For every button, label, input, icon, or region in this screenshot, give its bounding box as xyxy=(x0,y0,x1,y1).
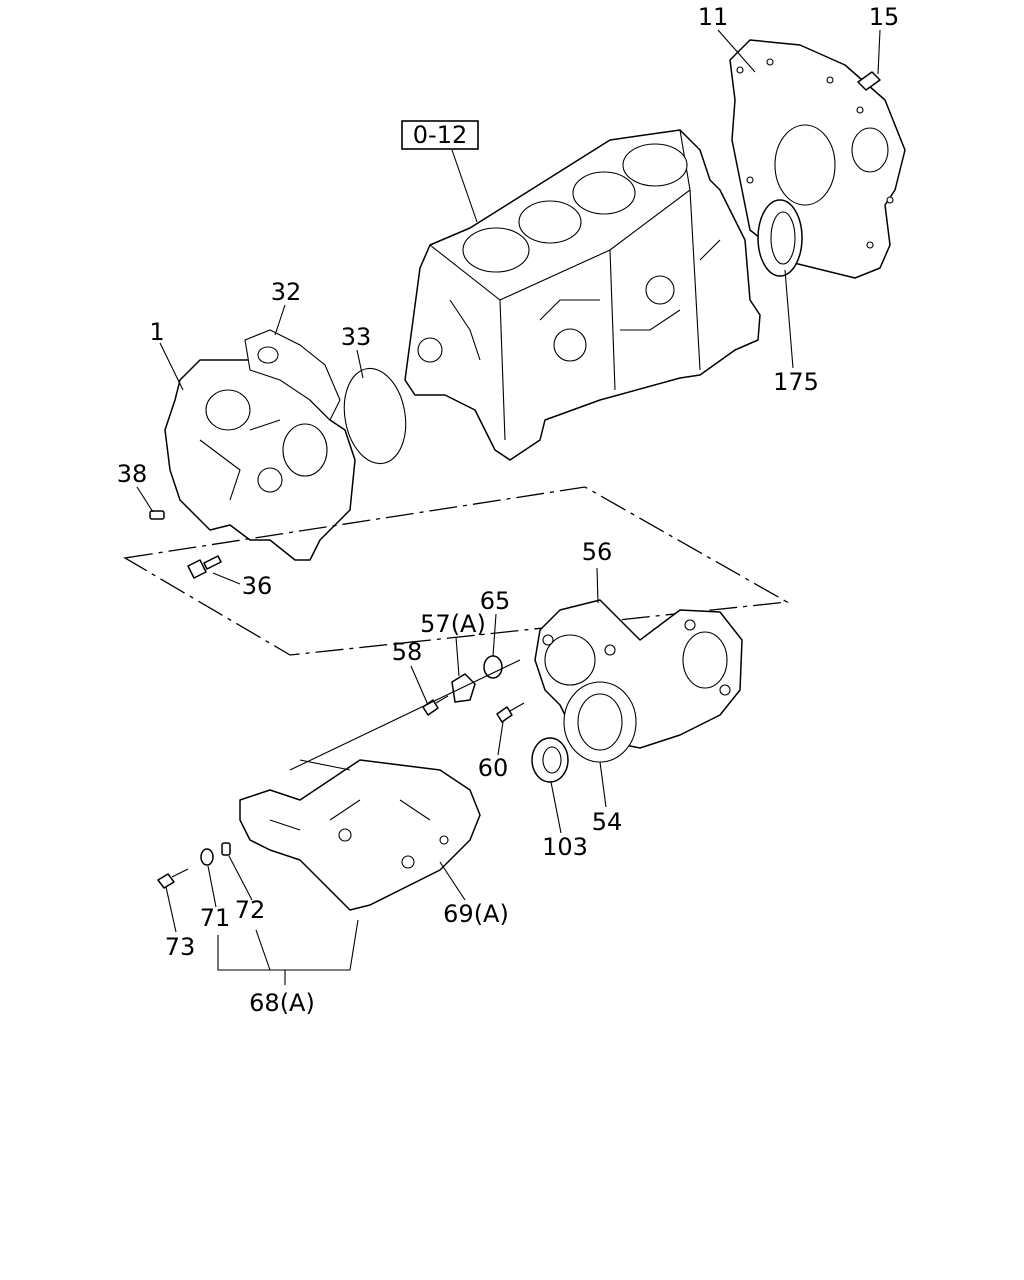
callout-33[interactable]: 33 xyxy=(341,323,372,351)
callout-73[interactable]: 73 xyxy=(165,933,196,961)
leader-line xyxy=(451,149,478,223)
callout-57A[interactable]: 57(A) xyxy=(420,610,486,638)
bolt-60 xyxy=(496,702,525,723)
callout-11[interactable]: 11 xyxy=(698,3,729,31)
callout-38[interactable]: 38 xyxy=(117,460,148,488)
callout-15[interactable]: 15 xyxy=(869,3,900,31)
leader-lines xyxy=(136,29,881,933)
callout-54[interactable]: 54 xyxy=(592,808,623,836)
cover-57A xyxy=(451,673,476,703)
pin-72 xyxy=(221,842,231,856)
oil-seal-rear xyxy=(757,199,803,277)
cap-65 xyxy=(483,655,503,679)
callout-56[interactable]: 56 xyxy=(582,538,613,566)
bolt-15 xyxy=(857,71,881,91)
callout-labels: 11 15 175 32 1 33 38 36 56 65 57(A) 58 6… xyxy=(117,3,900,1017)
callout-60[interactable]: 60 xyxy=(478,754,509,782)
callout-175[interactable]: 175 xyxy=(773,368,819,396)
washer-71 xyxy=(200,848,214,866)
callout-65[interactable]: 65 xyxy=(480,587,511,615)
bolt-36 xyxy=(187,555,222,579)
callout-1[interactable]: 1 xyxy=(149,318,164,346)
callout-103[interactable]: 103 xyxy=(542,833,588,861)
dowel-pin-38 xyxy=(149,510,165,520)
callout-32[interactable]: 32 xyxy=(271,278,302,306)
front-cover xyxy=(239,759,481,911)
cylinder-block xyxy=(404,129,761,461)
bolt-58 xyxy=(422,695,449,716)
gasket-54 xyxy=(563,681,637,763)
group-bracket-68A xyxy=(217,919,359,985)
oil-seal-front xyxy=(531,737,569,783)
assembly-boundary xyxy=(123,486,790,656)
callout-58[interactable]: 58 xyxy=(392,638,423,666)
svg-text:0-12: 0-12 xyxy=(413,121,467,149)
gasket-32 xyxy=(244,329,341,421)
bolt-73 xyxy=(157,868,189,889)
callout-68A[interactable]: 68(A) xyxy=(249,989,315,1017)
callout-72[interactable]: 72 xyxy=(235,896,266,924)
callout-36[interactable]: 36 xyxy=(242,572,273,600)
callout-69A[interactable]: 69(A) xyxy=(443,900,509,928)
rear-plate xyxy=(729,39,906,279)
o-ring-33 xyxy=(343,367,407,465)
callout-71[interactable]: 71 xyxy=(200,904,231,932)
reference-tag[interactable]: 0-12 xyxy=(401,120,479,150)
